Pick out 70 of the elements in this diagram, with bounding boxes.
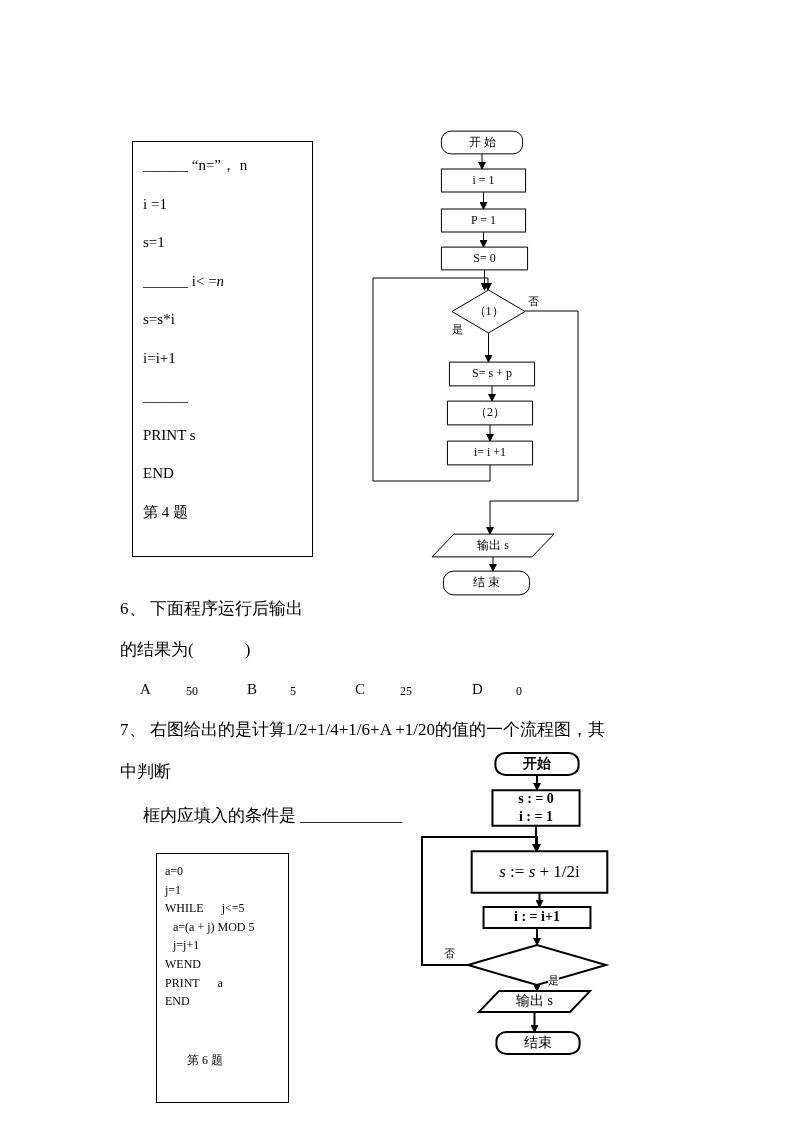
terminal-box: 结束 [496,1032,580,1054]
arrow [533,774,541,791]
question-text: 框内应填入的条件是 ____________ [143,805,403,827]
question-text: 7、 右图给出的是计算1/2+1/4+1/6+A +1/20的值的一个流程图，其 [120,719,606,741]
code-line: END [165,994,190,1010]
arrow [488,385,496,402]
code-line: ______ i< =n [143,271,225,291]
arrow [421,836,541,966]
edge-label: 否 [444,946,455,961]
code-line: ______ “n=”， n [143,156,248,175]
option-letter: A [140,681,151,698]
question-text: 6、 下面程序运行后输出 [120,598,303,620]
option-letter: C [355,681,365,698]
option-value: 0 [516,684,522,699]
code-line: END [143,464,174,483]
arrow [486,424,494,442]
arrow [533,927,541,946]
code-box [132,141,313,557]
option-value: 50 [186,684,198,699]
process-box: （2） [447,401,533,425]
code-line: 第 4 题 [143,502,188,522]
process-box: S= s + p [449,362,535,386]
option-value: 5 [290,684,296,699]
arrow [535,892,544,908]
option-letter: D [472,681,483,698]
code-line: a=(a + j) MOD 5 [172,919,255,936]
option-letter: B [247,681,257,698]
process-box: i= i +1 [447,441,533,465]
code-line: WHILE j<=5 [165,901,245,917]
arrow [489,556,497,572]
edge-label: 是 [548,973,559,988]
option-value: 25 [400,684,412,699]
arrow [533,984,541,992]
io-parallelogram: 输出 s [479,991,590,1012]
edge-label: 否 [528,294,539,309]
code-line: j=1 [165,882,182,899]
terminal-box: 开 始 [441,131,523,154]
terminal-box: 结 束 [443,571,530,595]
process-box: s : = 0 i : = 1 [492,790,580,826]
code-line: PRINT s [143,425,196,445]
code-line: i=i+1 [143,348,176,368]
question-text: 中判断 [120,761,171,783]
arrow [484,332,493,363]
arrow [530,1011,539,1033]
code-line: a=0 [165,864,184,880]
process-box: s := s + 1/2i [471,851,608,893]
arrow [479,191,488,210]
arrow [372,277,492,482]
process-box: i = 1 [441,169,526,192]
code-line: ______ [143,387,188,406]
edge-label: 是 [452,322,463,337]
code-line: 第 6 题 [186,1052,223,1069]
arrow [480,269,489,291]
code-line: s=1 [143,233,165,252]
io-parallelogram: 输出 s [432,534,554,557]
arrow [486,310,579,535]
terminal-box: 开始 [495,753,579,775]
code-line: j=j+1 [171,938,200,954]
code-line: i =1 [143,194,167,214]
code-line: s=s*i [143,310,175,329]
arrow [479,231,488,248]
code-line: PRINT a [165,975,223,992]
arrow [532,825,540,852]
code-box [156,853,289,1103]
question-text: 的结果为( ) [120,639,251,661]
process-box: i : = i+1 [483,907,591,928]
code-line: WEND [165,956,201,973]
arrow [478,153,486,170]
process-box: P = 1 [441,209,526,232]
process-box: S= 0 [441,247,528,270]
